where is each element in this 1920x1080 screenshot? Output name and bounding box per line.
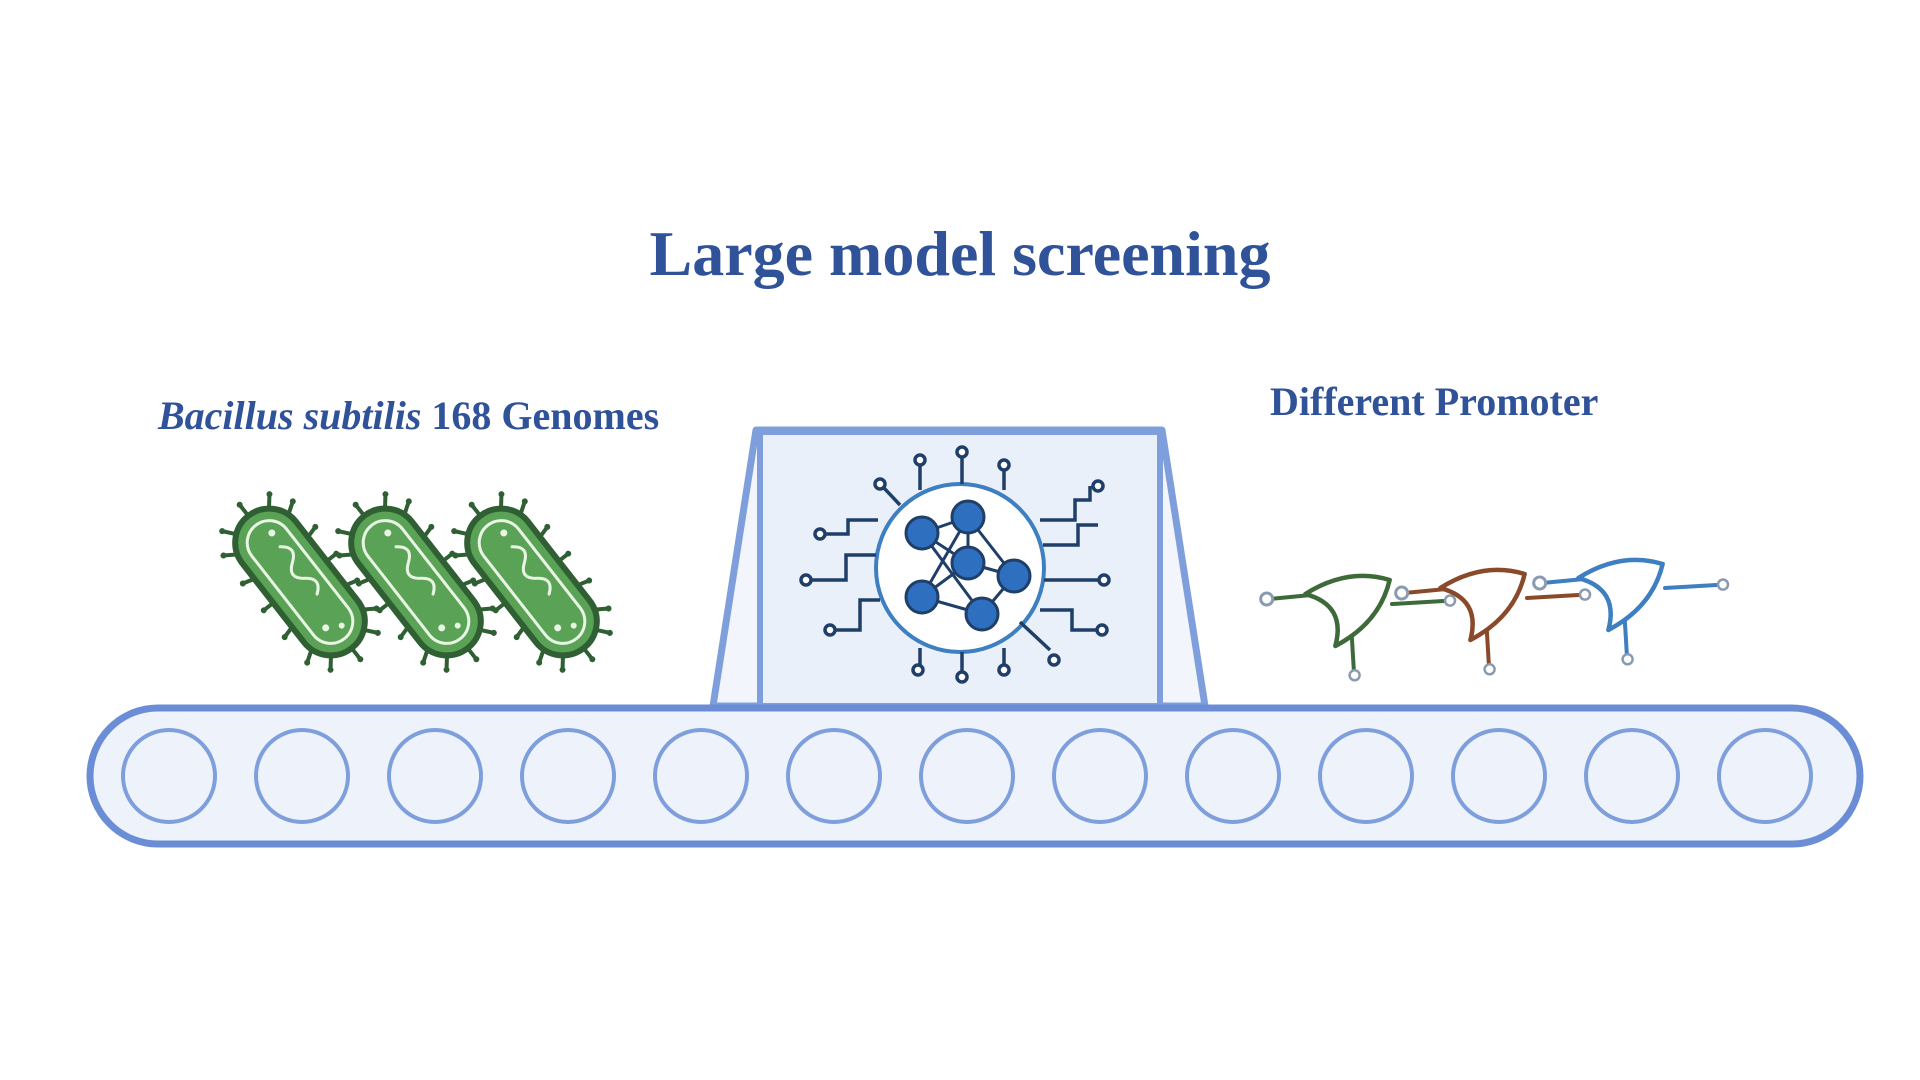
promoter-icon	[1394, 567, 1592, 676]
belt-roller	[387, 728, 483, 824]
conveyor-belt	[86, 704, 1864, 848]
promoter-icon	[1532, 557, 1730, 666]
promoter-label: Different Promoter	[1270, 379, 1599, 424]
genomes-label-rest: 168 Genomes	[421, 393, 660, 438]
species-name: Bacillus subtilis	[158, 393, 422, 438]
bacterium-icon	[335, 491, 497, 673]
bacterium-icon	[451, 491, 613, 673]
network-node	[996, 558, 1032, 594]
genomes-label: Bacillus subtilis 168 Genomes	[158, 396, 659, 436]
network-node	[904, 579, 940, 615]
belt-roller	[520, 728, 616, 824]
circuit-traces	[799, 445, 1111, 684]
network-node	[964, 596, 1000, 632]
belt-rollers	[121, 728, 1813, 824]
promoter-icon	[1259, 573, 1457, 682]
network-node	[904, 515, 940, 551]
belt-roller	[786, 728, 882, 824]
belt-roller	[1185, 728, 1281, 824]
belt-roller	[1052, 728, 1148, 824]
belt-roller	[1451, 728, 1547, 824]
diagram-title: Large model screening	[649, 218, 1271, 289]
bacteria-group	[219, 491, 613, 673]
belt-roller	[1584, 728, 1680, 824]
promoter-group	[1259, 557, 1730, 682]
belt-roller	[121, 728, 217, 824]
network-node	[950, 499, 986, 535]
network-nodes	[904, 499, 1032, 632]
bacterium-icon	[219, 491, 381, 673]
belt-roller	[254, 728, 350, 824]
belt-roller	[1717, 728, 1813, 824]
belt-roller	[1318, 728, 1414, 824]
network-node	[950, 545, 986, 581]
belt-roller	[919, 728, 1015, 824]
belt-roller	[653, 728, 749, 824]
neural-network-chip-icon	[799, 445, 1111, 684]
